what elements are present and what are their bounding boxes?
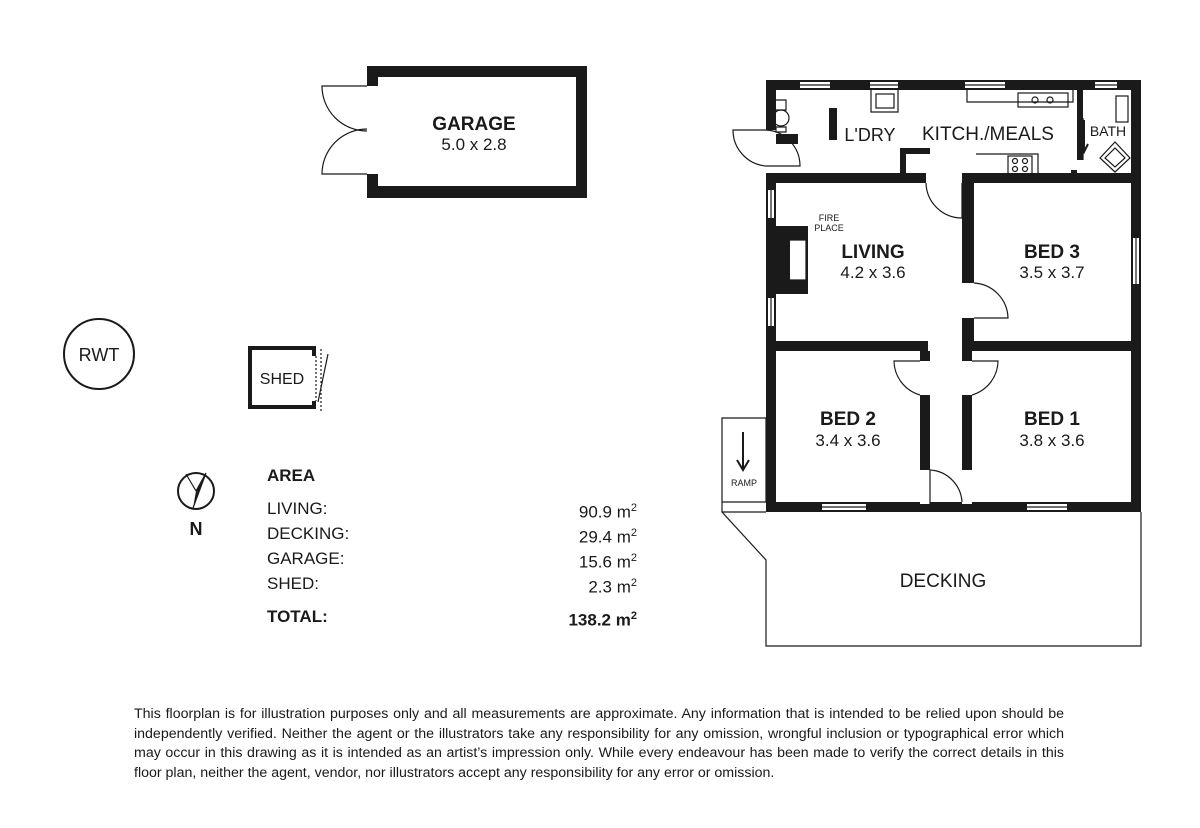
- area-total-label: TOTAL:: [267, 607, 328, 626]
- bed3-dims: 3.5 x 3.7: [1019, 263, 1084, 282]
- living-dims: 4.2 x 3.6: [840, 263, 905, 282]
- bath-label: BATH: [1090, 123, 1126, 139]
- garage: GARAGE 5.0 x 2.8: [321, 66, 587, 198]
- garage-dims: 5.0 x 2.8: [441, 135, 506, 154]
- bed3-name: BED 3: [1024, 242, 1080, 263]
- living-name: LIVING: [841, 242, 904, 263]
- area-row-value: 29.4 m2: [578, 527, 637, 547]
- area-row-label: GARAGE:: [267, 549, 345, 568]
- bed2-dims: 3.4 x 3.6: [815, 431, 880, 450]
- bed1-name: BED 1: [1024, 409, 1080, 430]
- area-row-label: SHED:: [267, 574, 319, 593]
- area-row-living: LIVING: 90.9 m2: [267, 496, 637, 522]
- kitchen-label: KITCH./MEALS: [922, 124, 1054, 145]
- area-table: AREA LIVING: 90.9 m2 DECKING: 29.4 m2 GA…: [267, 466, 637, 630]
- area-row-value: 15.6 m2: [578, 552, 637, 572]
- bed1-dims: 3.8 x 3.6: [1019, 431, 1084, 450]
- decking-label: DECKING: [900, 571, 987, 592]
- fireplace-label-line1: FIRE: [819, 213, 840, 223]
- laundry-label: L'DRY: [844, 125, 895, 145]
- rainwater-tank: RWT: [63, 318, 135, 390]
- north-compass-icon: N: [177, 472, 215, 539]
- ramp-label: RAMP: [731, 478, 757, 488]
- area-row-garage: GARAGE: 15.6 m2: [267, 546, 637, 572]
- area-row-decking: DECKING: 29.4 m2: [267, 521, 637, 547]
- rwt-label: RWT: [79, 345, 120, 365]
- area-total-value: 138.2 m2: [568, 610, 637, 630]
- compass-north-label: N: [190, 519, 203, 539]
- area-row-label: LIVING:: [267, 499, 328, 518]
- house: RAMP L'DRY KITCH./MEALS BATH FIRE PLACE …: [721, 80, 1142, 647]
- shed-label: SHED: [260, 371, 304, 388]
- garage-name: GARAGE: [432, 114, 515, 135]
- area-row-shed: SHED: 2.3 m2: [267, 571, 637, 597]
- area-row-value: 2.3 m2: [588, 577, 637, 597]
- fireplace-label-line2: PLACE: [814, 223, 844, 233]
- area-row-total: TOTAL: 138.2 m2: [267, 604, 637, 630]
- area-title: AREA: [267, 466, 316, 485]
- area-row-label: DECKING:: [267, 524, 350, 543]
- area-row-value: 90.9 m2: [578, 502, 637, 522]
- shed: SHED: [248, 346, 329, 412]
- disclaimer-text: This floorplan is for illustration purpo…: [134, 706, 1064, 781]
- bed2-name: BED 2: [820, 409, 876, 430]
